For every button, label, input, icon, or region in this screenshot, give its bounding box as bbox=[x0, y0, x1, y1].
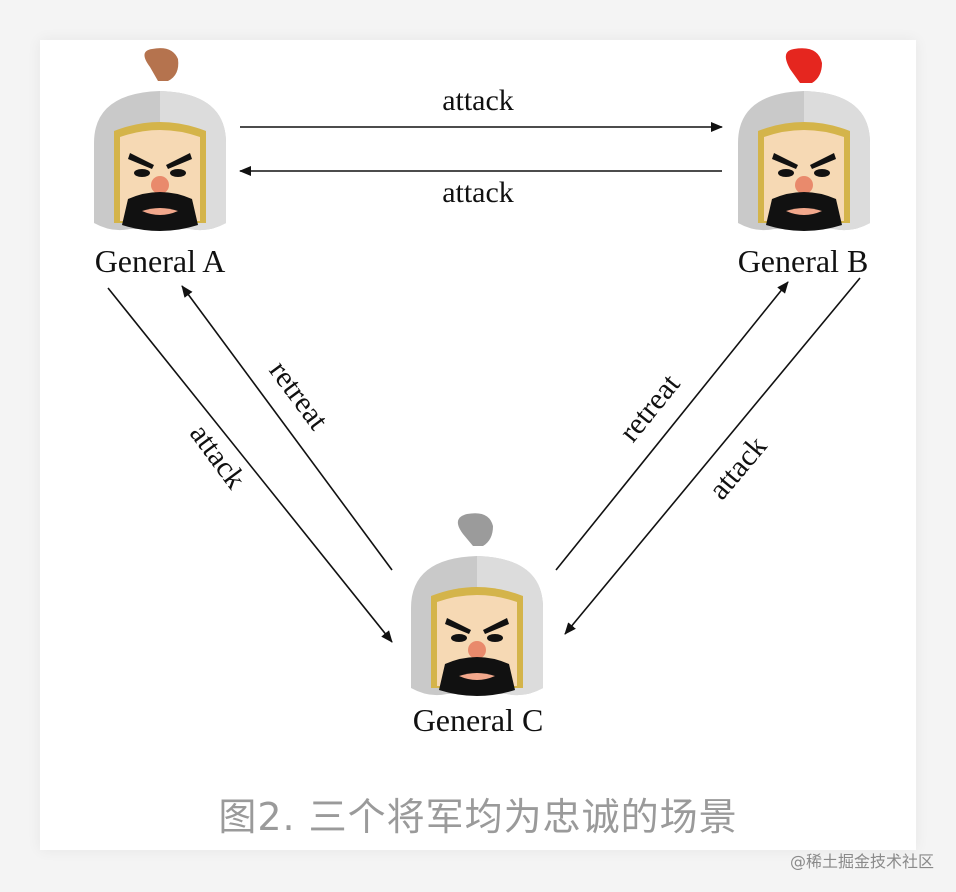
arrow-a-to-c bbox=[107, 287, 393, 643]
general-a-label: General A bbox=[95, 243, 226, 279]
msg-c-to-a-label: retreat bbox=[263, 355, 335, 437]
general-b-helmet-icon bbox=[738, 91, 870, 231]
figure-caption: 图2. 三个将军均为忠诚的场景 bbox=[218, 795, 738, 839]
general-a-plume bbox=[144, 48, 179, 81]
arrow-b-to-c bbox=[564, 277, 861, 635]
general-a-helmet-icon bbox=[94, 91, 226, 231]
arrow-c-to-a bbox=[181, 285, 393, 571]
site-watermark: @稀土掘金技术社区 bbox=[789, 852, 934, 871]
general-a bbox=[94, 48, 226, 231]
general-c bbox=[411, 513, 543, 696]
general-c-plume bbox=[457, 513, 493, 546]
general-b-label: General B bbox=[738, 243, 869, 279]
general-b-plume bbox=[785, 48, 822, 83]
general-c-helmet-icon bbox=[411, 556, 543, 696]
general-b bbox=[738, 48, 870, 231]
arrow-c-to-b bbox=[555, 281, 789, 571]
msg-c-to-b-label: retreat bbox=[613, 367, 687, 448]
msg-a-to-b-label: attack bbox=[442, 84, 514, 117]
general-c-label: General C bbox=[413, 702, 544, 738]
msg-b-to-c-label: attack bbox=[702, 430, 773, 506]
msg-b-to-a-label: attack bbox=[442, 176, 514, 209]
msg-a-to-c-label: attack bbox=[183, 418, 252, 495]
